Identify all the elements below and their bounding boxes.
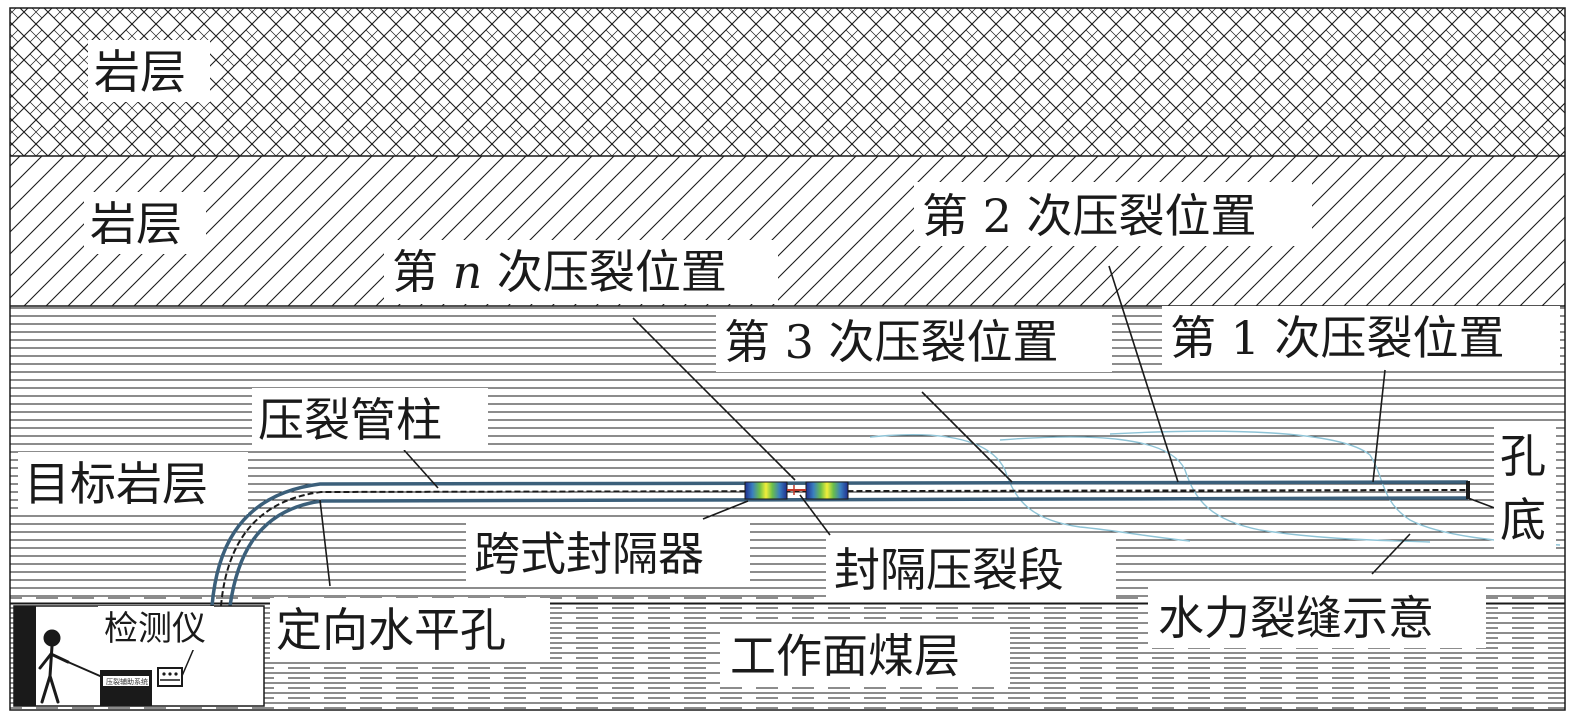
hydraulic-fractures bbox=[869, 430, 1561, 546]
label-sealed-segment: 封隔压裂段 bbox=[834, 543, 1064, 597]
label-hole-bottom-1: 孔 bbox=[1500, 429, 1546, 483]
straddle-packer bbox=[744, 481, 849, 500]
label-coal-seam: 工作面煤层 bbox=[730, 629, 960, 683]
device-plate-text: 压裂辅助系统 bbox=[106, 677, 148, 686]
label-directional-hole: 定向水平孔 bbox=[276, 603, 506, 657]
labels: 岩层 岩层 第 n 次压裂位置 第 2 次压裂位置 第 3 次压裂位置 第 1 … bbox=[18, 40, 1560, 686]
label-frac-position-2: 第 2 次压裂位置 bbox=[922, 189, 1257, 243]
label-rock-layer-middle: 岩层 bbox=[90, 197, 182, 251]
label-hole-bottom-2: 底 bbox=[1500, 493, 1546, 547]
ground-wall bbox=[14, 606, 36, 706]
fracturing-pump-unit bbox=[100, 670, 152, 706]
label-hydraulic-fracture: 水力裂缝示意 bbox=[1158, 591, 1434, 645]
label-straddle-packer: 跨式封隔器 bbox=[474, 527, 704, 581]
worker-figure bbox=[38, 629, 101, 704]
rock-layer-middle bbox=[10, 156, 1565, 306]
label-frac-position-1: 第 1 次压裂位置 bbox=[1170, 311, 1505, 365]
label-detector: 检测仪 bbox=[104, 609, 206, 649]
detector-device bbox=[157, 667, 183, 687]
packer-right bbox=[805, 481, 849, 500]
label-target-rock-layer: 目标岩层 bbox=[24, 457, 208, 511]
label-rock-layer-top: 岩层 bbox=[94, 45, 186, 99]
label-frac-position-n: 第 n 次压裂位置 bbox=[392, 245, 727, 299]
label-frac-position-3: 第 3 次压裂位置 bbox=[724, 315, 1059, 369]
hole-bottom-cap bbox=[1466, 481, 1470, 499]
label-frac-string: 压裂管柱 bbox=[258, 393, 442, 447]
packer-left bbox=[744, 481, 788, 500]
rock-layer-top bbox=[10, 8, 1565, 156]
